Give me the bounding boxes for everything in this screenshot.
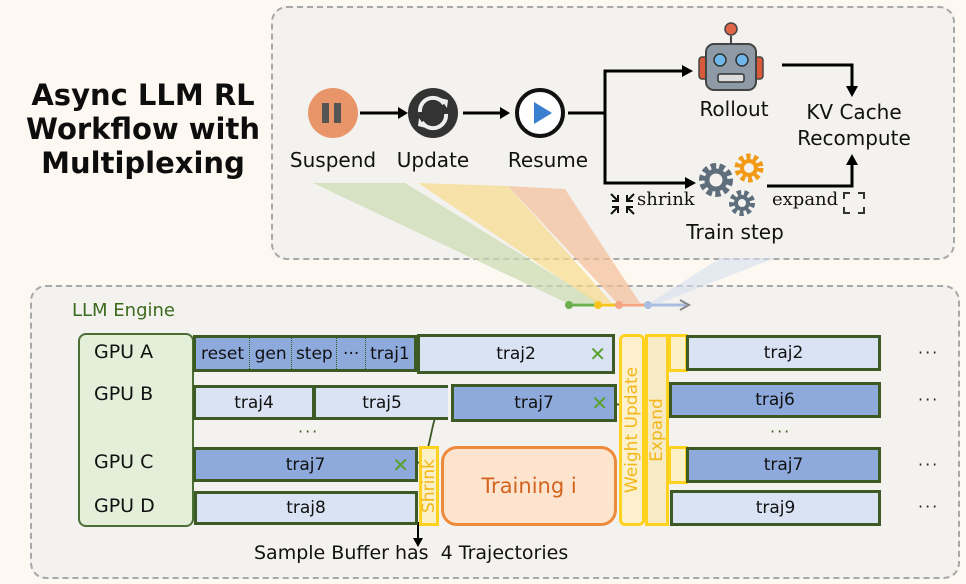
timeline-dot bbox=[565, 301, 573, 309]
block-label: traj9 bbox=[755, 498, 796, 518]
timeline-dot bbox=[644, 301, 652, 309]
refresh-icon bbox=[408, 88, 458, 138]
gpu-label: GPU C bbox=[94, 451, 154, 473]
segment-ellipsis: ··· bbox=[337, 338, 366, 369]
play-icon bbox=[515, 88, 565, 138]
expand-label: expand bbox=[772, 189, 839, 210]
segment-traj1: traj1 bbox=[370, 343, 410, 364]
ellipsis: ··· bbox=[770, 422, 792, 441]
block-label: traj5 bbox=[362, 392, 402, 413]
shrink-icon bbox=[610, 193, 635, 215]
continuation-dots: ··· bbox=[918, 497, 940, 516]
update-label: Update bbox=[396, 148, 470, 172]
suspend-label: Suspend bbox=[289, 148, 377, 172]
workflow-panel bbox=[271, 6, 955, 260]
expand-pad-a bbox=[668, 334, 688, 372]
weight-update-phase-bar: Weight Update bbox=[619, 334, 645, 526]
block-label: traj7 bbox=[514, 393, 554, 413]
gpu-column bbox=[78, 333, 194, 527]
kv-cache-recompute-label: KV Cache Recompute bbox=[795, 99, 913, 151]
block-label: traj4 bbox=[234, 392, 274, 413]
pause-icon bbox=[308, 88, 358, 138]
traj7-block-b: traj7 ✕ bbox=[451, 384, 617, 422]
title-line: Multiplexing bbox=[41, 146, 245, 180]
traj5-block: traj5 bbox=[313, 385, 448, 420]
segment-gen: gen bbox=[250, 338, 293, 369]
shrink-label: shrink bbox=[637, 189, 695, 210]
diagram-title: Async LLM RL Workflow with Multiplexing bbox=[18, 78, 268, 180]
weight-update-label: Weight Update bbox=[622, 366, 642, 494]
timeline-arrow-head bbox=[679, 299, 692, 311]
gpu-label: GPU A bbox=[94, 341, 154, 363]
shrink-phase-label: Shrink bbox=[419, 459, 439, 513]
expand-phase-bar: Expand bbox=[645, 334, 669, 526]
block-label: traj7 bbox=[763, 455, 804, 475]
sample-buffer-note: Sample Buffer has 4 Trajectories bbox=[254, 542, 569, 564]
rollout-label: Rollout bbox=[699, 97, 769, 121]
continuation-dots: ··· bbox=[918, 455, 940, 474]
arrow-rollout-kv bbox=[782, 63, 854, 88]
block-label: traj2 bbox=[496, 344, 536, 364]
timeline-dot bbox=[615, 301, 623, 309]
traj1-block: reset gen step ··· traj1 bbox=[193, 335, 417, 372]
ellipsis: ··· bbox=[298, 422, 320, 441]
kv-line: Recompute bbox=[797, 126, 911, 150]
fan-resume bbox=[508, 186, 640, 303]
continuation-dots: ··· bbox=[918, 343, 940, 362]
x-mark-icon: ✕ bbox=[591, 391, 608, 415]
x-mark-icon: ✕ bbox=[589, 342, 606, 366]
timeline-dot bbox=[594, 301, 602, 309]
robot-icon bbox=[698, 22, 764, 91]
arrow-branch-train bbox=[603, 113, 685, 185]
traj2-block: traj2 ✕ bbox=[417, 334, 615, 374]
traj9-block: traj9 bbox=[670, 490, 881, 526]
arrow-train-kv bbox=[767, 163, 854, 188]
title-line: Async LLM RL bbox=[31, 78, 255, 112]
training-block: Training i bbox=[441, 446, 617, 526]
segment-step: step bbox=[292, 338, 338, 369]
shrink-phase-bar: Shrink bbox=[419, 446, 439, 526]
arrow-branch-rollout bbox=[568, 69, 682, 115]
traj8-block: traj8 bbox=[194, 491, 418, 525]
block-label: traj8 bbox=[286, 498, 326, 518]
resume-label: Resume bbox=[507, 148, 589, 172]
gpu-label: GPU D bbox=[94, 495, 155, 517]
expand-pad-c bbox=[668, 446, 688, 484]
continuation-dots: ··· bbox=[918, 390, 940, 409]
block-label: traj2 bbox=[763, 343, 804, 363]
block-label: traj6 bbox=[755, 390, 795, 410]
x-mark-icon: ✕ bbox=[392, 452, 409, 477]
traj4-block: traj4 bbox=[193, 385, 315, 420]
gpu-label: GPU B bbox=[94, 383, 154, 405]
gears-icon bbox=[699, 153, 764, 216]
llm-engine-label: LLM Engine bbox=[72, 300, 175, 321]
expand-icon bbox=[843, 192, 865, 214]
fan-suspend bbox=[313, 183, 600, 303]
traj6-block: traj6 bbox=[669, 382, 881, 418]
segment-reset: reset bbox=[196, 338, 251, 369]
train-step-label: Train step bbox=[686, 220, 784, 244]
fan-rollout bbox=[650, 258, 775, 303]
block-label: traj7 bbox=[285, 454, 326, 475]
traj7-block-c: traj7 ✕ bbox=[193, 447, 418, 482]
training-label: Training i bbox=[481, 474, 577, 498]
traj2-block-resumed: traj2 bbox=[686, 335, 881, 371]
traj7-block-resumed: traj7 bbox=[686, 447, 881, 483]
title-line: Workflow with bbox=[25, 112, 260, 146]
kv-line: KV Cache bbox=[806, 100, 902, 124]
fan-update bbox=[418, 183, 612, 303]
expand-phase-label: Expand bbox=[647, 398, 667, 462]
